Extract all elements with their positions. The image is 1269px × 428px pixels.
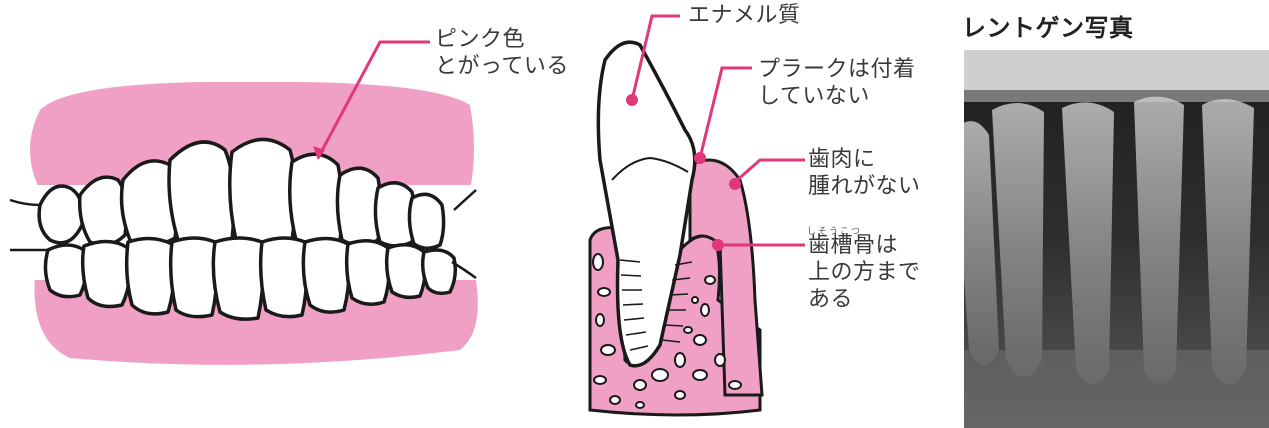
plaque-leader xyxy=(700,68,752,158)
enamel-label: エナメル質 xyxy=(688,2,801,29)
gum-leader xyxy=(735,160,805,182)
bone-label: 歯槽骨は 上の方まで ある xyxy=(808,232,921,313)
gum-label: 歯肉に 腫れがない xyxy=(808,146,921,200)
xray-photo xyxy=(964,50,1269,428)
xray-title: レントゲン写真 xyxy=(962,8,1134,43)
plaque-label: プラークは付着 していない xyxy=(758,56,916,110)
